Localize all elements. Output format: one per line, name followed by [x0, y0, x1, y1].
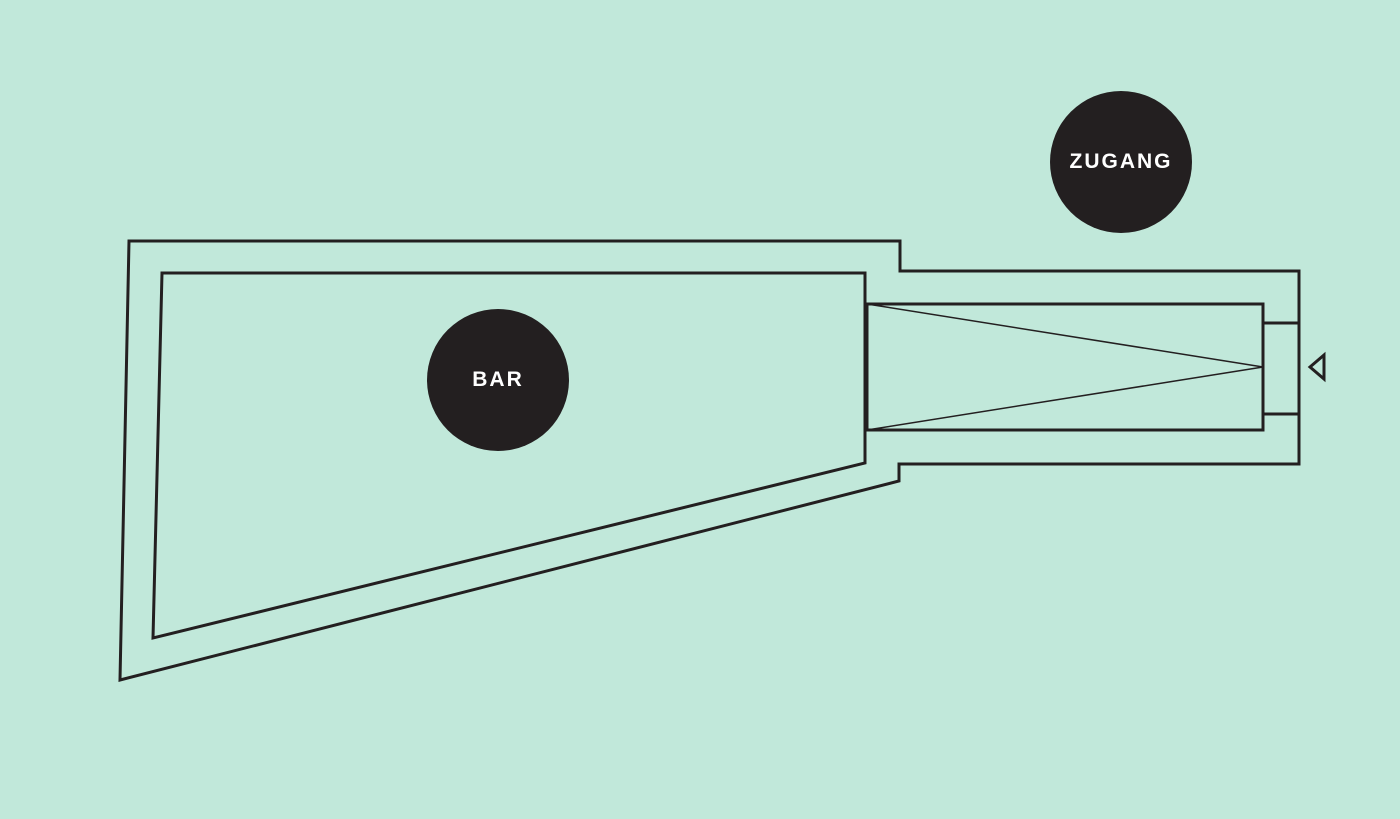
- bar-label: BAR: [472, 368, 524, 391]
- corridor-outline: [865, 302, 1265, 432]
- bar-badge: BAR: [427, 309, 569, 451]
- outer-wall: [118, 239, 1301, 682]
- entrance-badge: ZUGANG: [1050, 91, 1192, 233]
- entrance-label: ZUGANG: [1069, 150, 1173, 173]
- door-block: [1261, 321, 1301, 416]
- bar-room-outline: [151, 271, 867, 640]
- corridor-diagonal-top: [866, 303, 1264, 368]
- triangle-arrow-left-icon: [1307, 351, 1326, 383]
- corridor-diagonal-bottom: [866, 366, 1264, 431]
